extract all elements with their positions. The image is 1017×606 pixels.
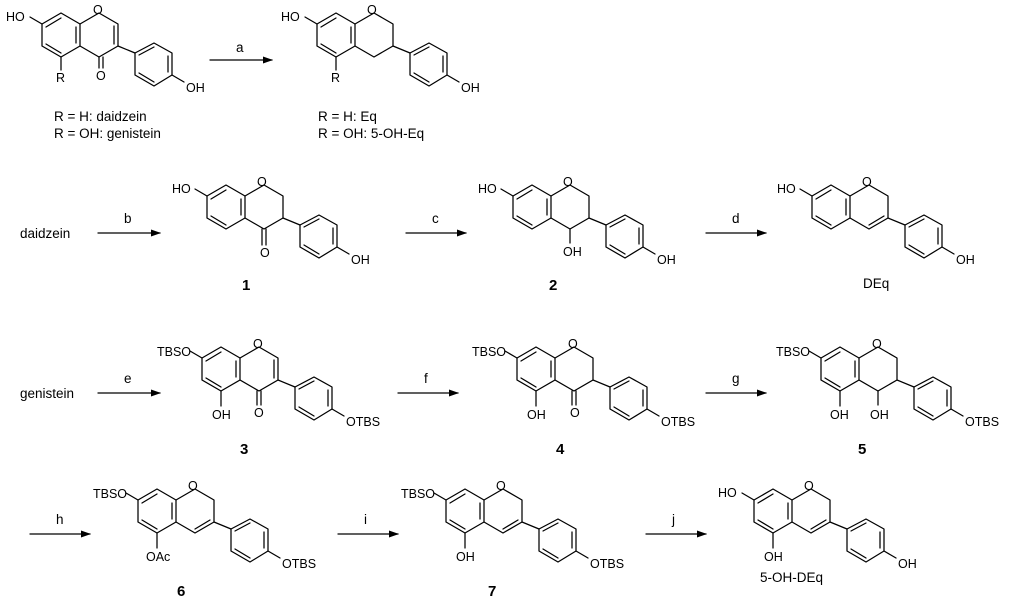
reagent-i: i bbox=[364, 512, 367, 527]
ring-oxygen-label: O bbox=[367, 3, 377, 17]
tbso-label: TBSO bbox=[401, 487, 435, 501]
oh-label: OH bbox=[563, 245, 582, 259]
oh-label: OH bbox=[456, 550, 475, 564]
caption-5-oh-eq: R = OH: 5-OH-Eq bbox=[318, 126, 424, 141]
start-genistein: genistein bbox=[20, 386, 74, 401]
reagent-d: d bbox=[732, 211, 740, 226]
otbs-label: OTBS bbox=[965, 415, 999, 429]
ho-label: HO bbox=[718, 486, 737, 500]
oh-label: OH bbox=[527, 408, 546, 422]
ring-oxygen-label: O bbox=[253, 337, 263, 351]
oh-label: OH bbox=[764, 550, 783, 564]
reagent-f: f bbox=[424, 371, 428, 386]
r-group-label: R bbox=[331, 71, 340, 85]
ho-label: HO bbox=[172, 182, 191, 196]
ho-label: HO bbox=[281, 10, 300, 24]
otbs-label: OTBS bbox=[661, 415, 695, 429]
compound-6-label: 6 bbox=[177, 583, 185, 600]
reagent-j: j bbox=[671, 512, 675, 527]
ring-oxygen-label: O bbox=[257, 175, 267, 189]
ring-oxygen-label: O bbox=[563, 175, 573, 189]
compound-7-structure bbox=[433, 488, 589, 563]
compound-6-structure bbox=[125, 488, 281, 563]
dehydroequol-structure bbox=[799, 184, 955, 259]
tbso-label: TBSO bbox=[93, 487, 127, 501]
carbonyl-oxygen-label: O bbox=[570, 406, 580, 420]
compound-7-label: 7 bbox=[488, 583, 496, 600]
ring-oxygen-label: O bbox=[804, 479, 814, 493]
compound-5-structure bbox=[808, 346, 964, 421]
oh-label: OH bbox=[657, 253, 676, 267]
reagent-h: h bbox=[56, 512, 64, 527]
reagent-c: c bbox=[432, 211, 439, 226]
tbso-label: TBSO bbox=[472, 345, 506, 359]
oh-label: OH bbox=[461, 81, 480, 95]
reagent-a: a bbox=[236, 40, 244, 55]
compound-1-structure bbox=[194, 184, 350, 259]
oh-label: OH bbox=[956, 253, 975, 267]
isoflavone-structure bbox=[29, 12, 185, 87]
compound-5-label: 5 bbox=[858, 441, 866, 458]
ring-oxygen-label: O bbox=[862, 175, 872, 189]
caption-eq: R = H: Eq bbox=[318, 109, 377, 124]
compound-4-structure bbox=[504, 346, 660, 421]
otbs-label: OTBS bbox=[590, 557, 624, 571]
carbonyl-oxygen-label: O bbox=[254, 406, 264, 420]
ring-oxygen-label: O bbox=[188, 479, 198, 493]
carbonyl-oxygen-label: O bbox=[96, 69, 106, 83]
hydroxy-dehydroequol-structure bbox=[741, 488, 897, 563]
reagent-b: b bbox=[124, 211, 132, 226]
otbs-label: OTBS bbox=[346, 415, 380, 429]
reagent-e: e bbox=[124, 371, 132, 386]
compound-5-oh-deq-label: 5-OH-DEq bbox=[760, 570, 823, 585]
ring-oxygen-label: O bbox=[872, 337, 882, 351]
ring-oxygen-label: O bbox=[93, 3, 103, 17]
ring-oxygen-label: O bbox=[496, 479, 506, 493]
carbonyl-oxygen-label: O bbox=[260, 246, 270, 260]
caption-daidzein: R = H: daidzein bbox=[54, 109, 147, 124]
oh-label: OH bbox=[898, 557, 917, 571]
ring-oxygen-label: O bbox=[568, 337, 578, 351]
equol-structure bbox=[304, 12, 460, 87]
ho-label: HO bbox=[478, 182, 497, 196]
start-daidzein: daidzein bbox=[20, 226, 70, 241]
compound-deq-label: DEq bbox=[863, 276, 889, 291]
compound-2-structure bbox=[500, 184, 656, 259]
oh-label: OH bbox=[212, 408, 231, 422]
compound-2-label: 2 bbox=[549, 277, 557, 294]
r-group-label: R bbox=[56, 71, 65, 85]
ho-label: HO bbox=[6, 10, 25, 24]
oh-label: OH bbox=[351, 253, 370, 267]
ho-label: HO bbox=[777, 182, 796, 196]
oh-label: OH bbox=[830, 408, 849, 422]
otbs-label: OTBS bbox=[282, 557, 316, 571]
compound-3-label: 3 bbox=[240, 441, 248, 458]
caption-genistein: R = OH: genistein bbox=[54, 126, 161, 141]
compound-1-label: 1 bbox=[242, 277, 250, 294]
reagent-g: g bbox=[732, 371, 740, 386]
oac-label: OAc bbox=[146, 550, 170, 564]
oh-label: OH bbox=[186, 81, 205, 95]
compound-3-structure bbox=[189, 346, 345, 421]
oh-label: OH bbox=[870, 408, 889, 422]
compound-4-label: 4 bbox=[556, 441, 565, 458]
tbso-label: TBSO bbox=[776, 345, 810, 359]
tbso-label: TBSO bbox=[157, 345, 191, 359]
